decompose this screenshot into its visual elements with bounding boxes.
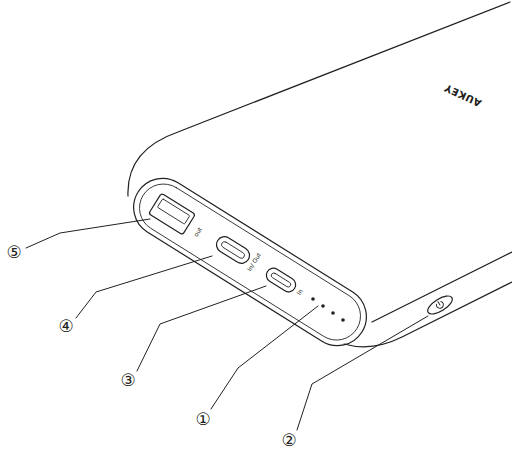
port-label: out	[193, 226, 203, 238]
callout-number: ④	[58, 318, 73, 335]
body-top-edge	[128, 2, 510, 196]
leader-lines	[26, 219, 428, 430]
usb-a-port	[149, 193, 196, 235]
led-indicators	[311, 297, 345, 322]
usb-c-port-in	[264, 266, 299, 295]
callout-number: ②	[281, 432, 296, 449]
end-face-inner	[130, 175, 369, 349]
brand-logo: AUKEY	[443, 82, 483, 108]
callout-number: ①	[195, 411, 210, 428]
callout-number: ⑤	[6, 244, 21, 261]
body-seam	[372, 252, 512, 322]
body-bottom-edge	[344, 282, 512, 347]
end-face-outline	[123, 167, 378, 356]
port-label: In/ Out	[246, 252, 262, 272]
power-button	[425, 292, 455, 317]
port-label: In	[296, 288, 304, 296]
callout-number: ③	[120, 372, 135, 389]
usb-c-port-out	[213, 234, 252, 267]
